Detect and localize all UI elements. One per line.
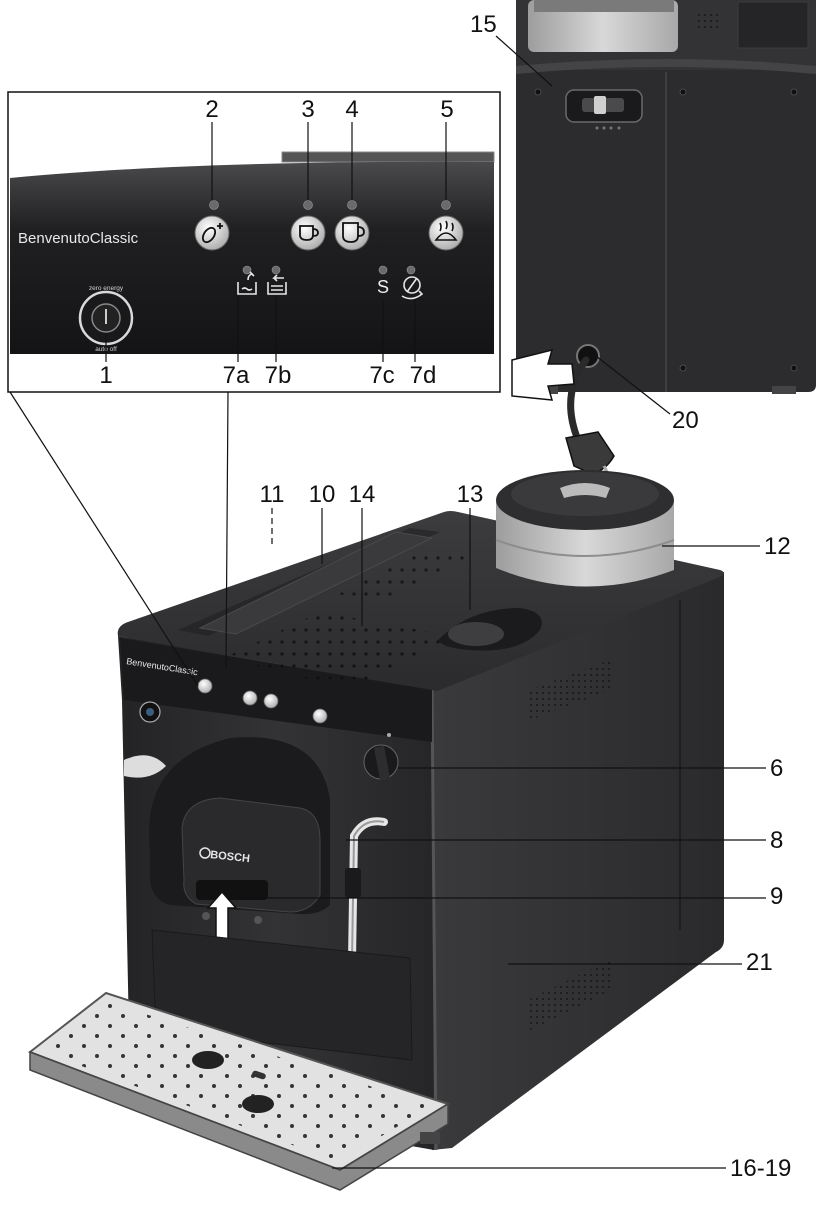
- inset-callouts: 2 3 4 5 1 7a 7b 7c 7d: [99, 96, 453, 389]
- callout-2: 2: [205, 96, 218, 123]
- coffee-machine: BenvenutoClassic BOSCH: [27, 470, 724, 1191]
- fill-water-icon: [237, 271, 257, 295]
- rear-bean-container: [528, 0, 678, 52]
- panel-model-name: BenvenutoClassic: [18, 230, 139, 247]
- callout-5: 5: [440, 96, 453, 123]
- callout-11: 11: [260, 481, 285, 508]
- callout-6: 6: [770, 755, 783, 782]
- callout-7b: 7b: [265, 362, 292, 389]
- aroma-badge: [124, 755, 166, 778]
- coffee-outlet[interactable]: [196, 880, 268, 924]
- small-cup-icon: [299, 225, 319, 241]
- strength-button[interactable]: [194, 215, 230, 251]
- bosch-logo: BOSCH: [210, 849, 251, 865]
- cup-warmer-grille: [224, 612, 452, 690]
- callout-21: 21: [746, 949, 773, 976]
- rear-vent: [694, 12, 720, 32]
- descale-icon: S: [377, 277, 389, 297]
- steam-button-icon: [434, 220, 458, 241]
- callout-14: 14: [349, 481, 376, 508]
- small-cup-button[interactable]: [290, 215, 326, 251]
- large-cup-icon: [342, 222, 365, 243]
- callout-16-19: 16-19: [730, 1155, 791, 1182]
- callout-7c: 7c: [369, 362, 394, 389]
- machine-callouts: 11 10 14 13 12 6 8 9 21 16-19 15 20: [238, 11, 791, 1182]
- callout-1: 1: [99, 362, 112, 389]
- steam-selector-knob[interactable]: [363, 733, 399, 780]
- machine-power-button[interactable]: [139, 701, 161, 723]
- callout-20: 20: [672, 407, 699, 434]
- callout-3: 3: [301, 96, 314, 123]
- callout-8: 8: [770, 827, 783, 854]
- power-top-label: zero energy: [89, 285, 124, 292]
- control-panel-inset: BenvenutoClassic zero energy auto off: [7, 91, 501, 393]
- panel-leds: [209, 200, 451, 275]
- clean-icon: [401, 276, 424, 300]
- power-button[interactable]: zero energy auto off: [78, 285, 134, 353]
- callout-15: 15: [470, 11, 497, 38]
- drip-tray[interactable]: [27, 991, 451, 1191]
- callout-4: 4: [345, 96, 358, 123]
- inset-leaders: [9, 391, 229, 687]
- callout-7d: 7d: [410, 362, 437, 389]
- callout-13: 13: [457, 481, 484, 508]
- empty-tray-icon: [267, 274, 287, 295]
- callout-10: 10: [309, 481, 336, 508]
- rear-view: [511, 0, 816, 485]
- steam-button[interactable]: [428, 215, 464, 251]
- large-cup-button[interactable]: [334, 215, 370, 251]
- strength-button-icon: [201, 223, 223, 244]
- callout-7a: 7a: [223, 362, 250, 389]
- callout-9: 9: [770, 883, 783, 910]
- bean-container[interactable]: [495, 470, 675, 587]
- cup-warmer-switch[interactable]: [565, 89, 643, 123]
- steam-nozzle[interactable]: [345, 817, 388, 964]
- callout-12: 12: [764, 533, 791, 560]
